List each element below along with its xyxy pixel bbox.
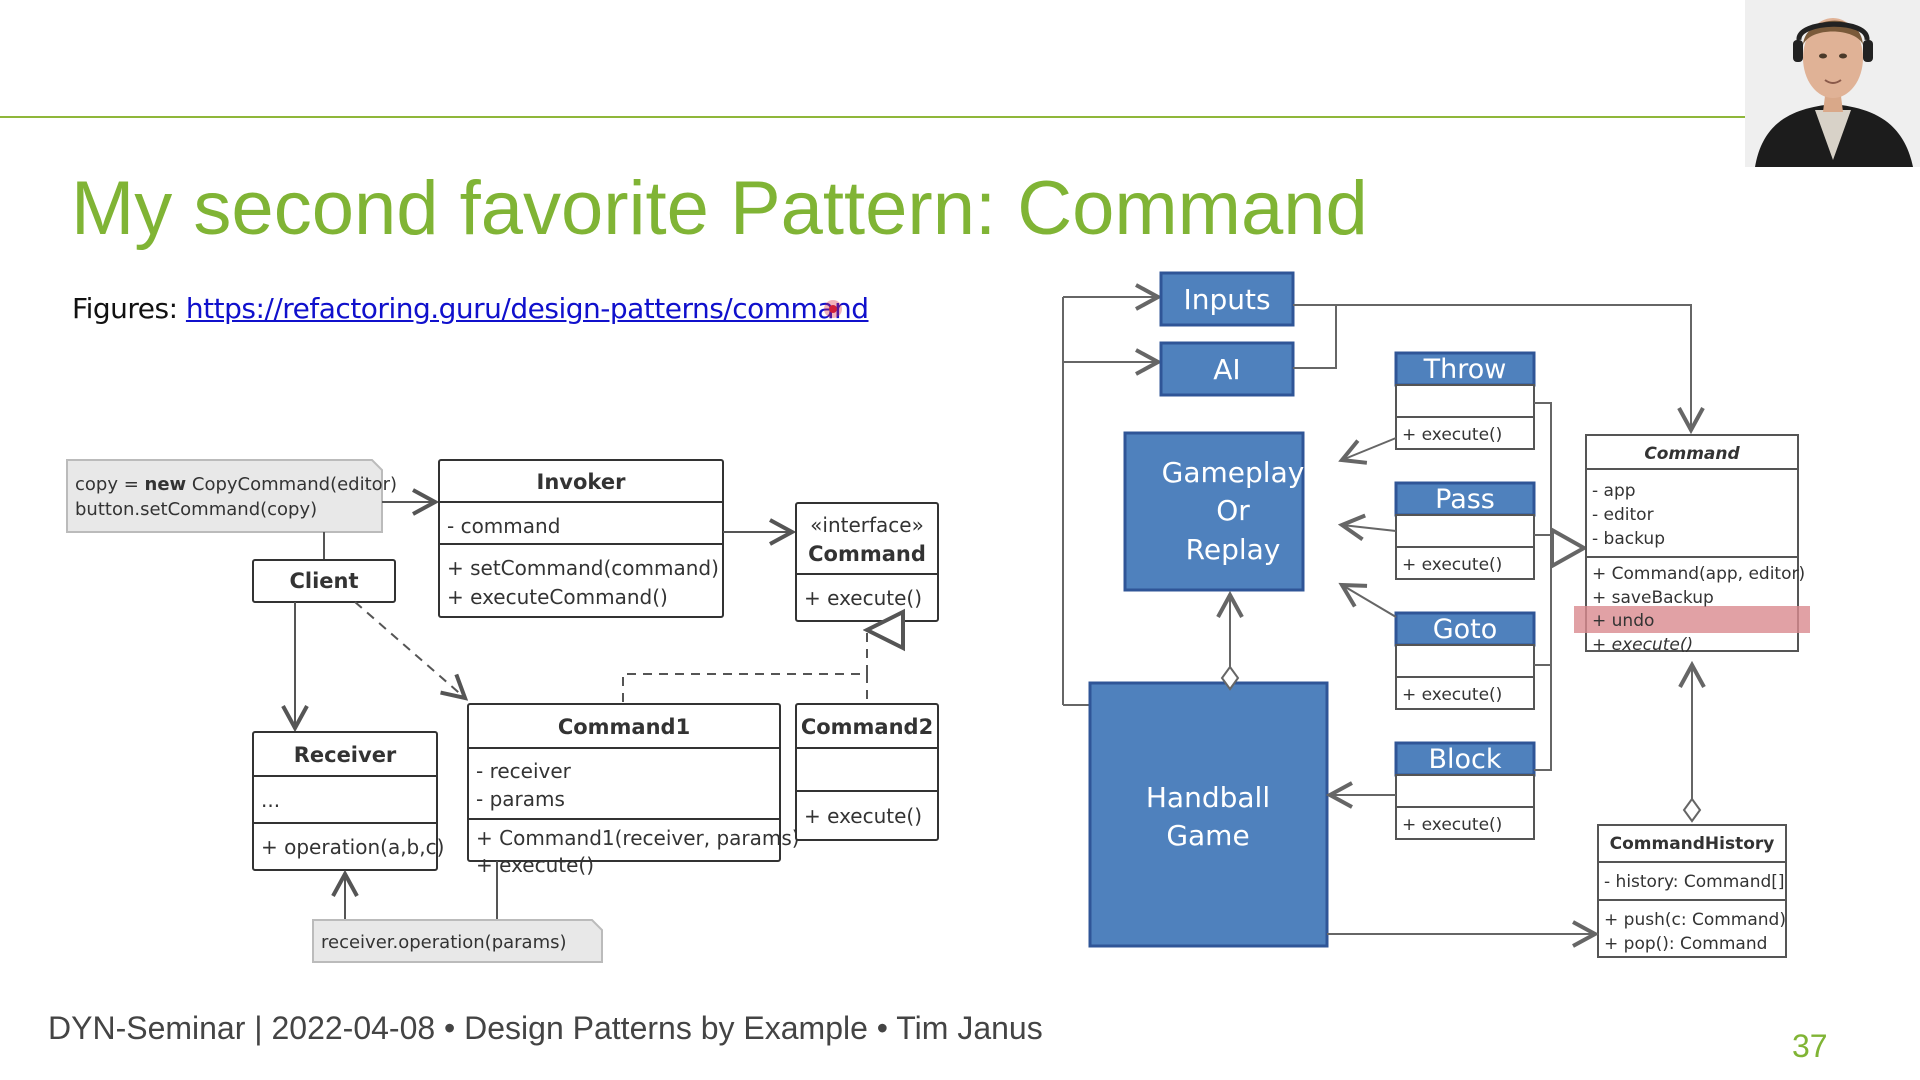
- figures-caption: Figures: https://refactoring.guru/design…: [72, 292, 869, 325]
- command2-class: Command2 + execute(): [795, 703, 939, 841]
- command-interface-name: Command: [808, 542, 926, 566]
- command-stereotype: «interface»: [810, 513, 924, 537]
- goto-command: Goto + execute(): [1394, 611, 1536, 710]
- note-line2: button.setCommand(copy): [75, 499, 317, 520]
- block-command: Block + execute(): [1394, 741, 1536, 840]
- command-class-right: Command - app - editor - backup + Comman…: [1574, 434, 1810, 655]
- history-name: CommandHistory: [1610, 834, 1775, 854]
- handball-line1: Handball: [1146, 781, 1270, 814]
- receiver-call-note: receiver.operation(params): [312, 919, 603, 963]
- throw-command: Throw + execute(): [1394, 351, 1536, 450]
- command2-method: + execute(): [804, 804, 922, 828]
- goto-name: Goto: [1433, 614, 1498, 645]
- laser-pointer: [824, 300, 842, 318]
- inputs-box: Inputs: [1159, 271, 1295, 327]
- pass-name: Pass: [1435, 484, 1495, 515]
- gameplay-line2: Or: [1216, 494, 1250, 527]
- inputs-label: Inputs: [1183, 283, 1270, 316]
- undo-highlight: [1574, 606, 1810, 633]
- slide-title: My second favorite Pattern: Command: [71, 166, 1368, 251]
- invoker-method2: + executeCommand(): [447, 585, 668, 609]
- command-method-ctor: + Command(app, editor): [1592, 564, 1805, 584]
- gameplay-line1: Gameplay: [1162, 456, 1305, 489]
- presenter-webcam: [1745, 0, 1920, 167]
- handball-game-box: Handball Game: [1088, 681, 1329, 948]
- pass-method: + execute(): [1402, 555, 1502, 575]
- command1-method1: + Command1(receiver, params): [476, 826, 800, 850]
- command1-name: Command1: [558, 715, 690, 739]
- note-line1-rest: CopyCommand(editor): [186, 474, 397, 495]
- note-line1-keyword: new: [145, 474, 187, 495]
- throw-name: Throw: [1423, 354, 1507, 385]
- history-method2: + pop(): Command: [1604, 934, 1767, 954]
- command-history-class: CommandHistory - history: Command[] + pu…: [1597, 824, 1787, 958]
- command1-field1: - receiver: [476, 759, 572, 783]
- figures-link[interactable]: https://refactoring.guru/design-patterns…: [185, 292, 869, 325]
- client-code-note: copy = new CopyCommand(editor) button.se…: [66, 459, 397, 533]
- command1-class: Command1 - receiver - params + Command1(…: [467, 703, 800, 877]
- figures-label: Figures:: [72, 292, 186, 325]
- page-number: 37: [1792, 1028, 1828, 1064]
- receiver-name: Receiver: [294, 743, 397, 767]
- ai-box: AI: [1159, 341, 1295, 397]
- command2-name: Command2: [801, 715, 933, 739]
- receiver-class: Receiver ... + operation(a,b,c): [252, 731, 444, 871]
- header-divider: [0, 116, 1920, 118]
- invoker-class: Invoker - command + setCommand(command) …: [438, 459, 724, 618]
- history-field: - history: Command[]: [1604, 872, 1785, 892]
- client-class: Client: [252, 559, 396, 603]
- gameplay-replay-box: Gameplay Or Replay: [1123, 431, 1305, 592]
- client-name: Client: [289, 569, 358, 593]
- goto-method: + execute(): [1402, 685, 1502, 705]
- command-interface-method: + execute(): [804, 586, 922, 610]
- block-name: Block: [1428, 744, 1501, 775]
- invoker-field: - command: [447, 514, 560, 538]
- receiver-method: + operation(a,b,c): [261, 835, 444, 859]
- slide-footer: DYN-Seminar | 2022-04-08 • Design Patter…: [48, 1010, 1043, 1046]
- command-pattern-uml-diagram: copy = new CopyCommand(editor) button.se…: [66, 459, 939, 963]
- command1-method2: + execute(): [476, 853, 594, 877]
- command-field-backup: - backup: [1592, 529, 1665, 549]
- invoker-name: Invoker: [537, 470, 627, 494]
- command1-field2: - params: [476, 787, 565, 811]
- block-method: + execute(): [1402, 815, 1502, 835]
- pass-command: Pass + execute(): [1394, 481, 1536, 580]
- svg-text:copy = new CopyCommand(editor): copy = new CopyCommand(editor): [75, 474, 397, 495]
- command-field-editor: - editor: [1592, 505, 1654, 525]
- throw-method: + execute(): [1402, 425, 1502, 445]
- invoker-method1: + setCommand(command): [447, 556, 719, 580]
- command-method-savebackup: + saveBackup: [1592, 588, 1714, 608]
- handball-line2: Game: [1166, 819, 1249, 852]
- note-line1-prefix: copy =: [75, 474, 145, 495]
- ai-label: AI: [1213, 353, 1240, 386]
- gameplay-line3: Replay: [1186, 533, 1281, 566]
- command-method-execute: + execute(): [1592, 635, 1693, 655]
- handball-command-diagram: Inputs AI Gameplay Or Replay Handball Ga…: [1062, 271, 1810, 958]
- command-right-name: Command: [1644, 444, 1740, 464]
- note-receiver-text: receiver.operation(params): [321, 932, 567, 953]
- receiver-field: ...: [261, 788, 280, 812]
- history-method1: + push(c: Command): [1604, 910, 1786, 930]
- command-interface-class: «interface» Command + execute(): [795, 502, 939, 622]
- command-field-app: - app: [1592, 481, 1636, 501]
- command-method-undo: + undo: [1592, 611, 1654, 631]
